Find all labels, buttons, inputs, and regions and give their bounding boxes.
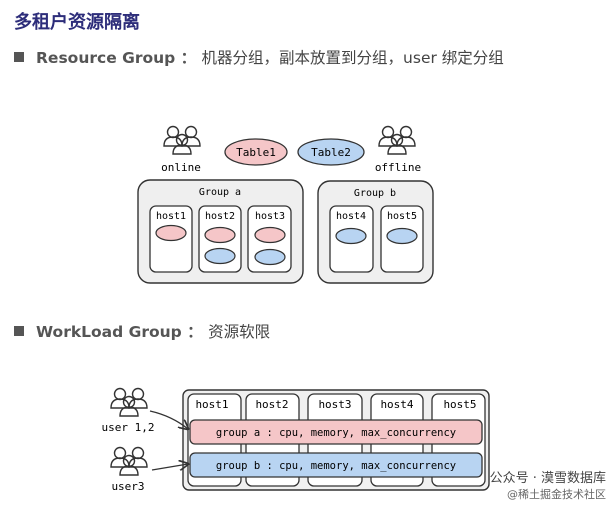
wg-host1-label: host1 — [195, 398, 228, 411]
wg-host5-label: host5 — [443, 398, 476, 411]
table1-ellipse — [224, 138, 288, 166]
arrow-user3-to-group-b — [151, 464, 188, 471]
replica-table1 — [254, 226, 286, 244]
page-title: 多租户资源隔离 — [14, 12, 140, 33]
wg-host2-label: host2 — [255, 398, 288, 411]
online-users-icon — [164, 127, 200, 155]
replica-table1 — [155, 224, 187, 242]
group-a-workload-label: group a : cpu, memory, max_concurrency — [216, 427, 456, 439]
replica-table2 — [204, 247, 236, 265]
wg-host4-label: host4 — [380, 398, 413, 411]
user3-label: user3 — [111, 480, 144, 493]
group-a-label: Group a — [199, 187, 241, 198]
replica-table2 — [335, 227, 367, 245]
bullet-square-icon — [14, 52, 24, 62]
table1-label: Table1 — [236, 146, 276, 159]
resource-group-description: 机器分组，副本放置到分组，user 绑定分组 — [201, 49, 504, 67]
group-a-workload-bar — [189, 419, 483, 445]
watermark-line2: @稀土掘金技术社区 — [507, 488, 606, 501]
resource-group-heading: Resource Group ： 机器分组，副本放置到分组，user 绑定分组 — [14, 46, 504, 68]
arrow-user12-to-group-a — [149, 410, 188, 429]
user12-label: user 1,2 — [102, 421, 155, 434]
host1-label: host1 — [156, 211, 186, 222]
user12-icon — [111, 389, 147, 417]
workload-group-label: WorkLoad Group ： — [36, 323, 203, 341]
bullet-square-icon — [14, 326, 24, 336]
resource-group-label: Resource Group ： — [36, 49, 197, 67]
table2-ellipse — [297, 138, 365, 166]
workload-group-heading: WorkLoad Group ： 资源软限 — [14, 320, 270, 342]
watermark-line1: 公众号 · 漠雪数据库 — [489, 471, 606, 486]
replica-table1 — [204, 226, 236, 244]
replica-table2 — [254, 248, 286, 266]
host3-label: host3 — [255, 211, 285, 222]
watermark: 公众号 · 漠雪数据库 @稀土掘金技术社区 — [490, 467, 606, 502]
online-label: online — [161, 161, 201, 174]
user3-icon — [111, 448, 147, 476]
host5-label: host5 — [387, 211, 417, 222]
host4-label: host4 — [336, 211, 366, 222]
replica-table2 — [386, 227, 418, 245]
table2-label: Table2 — [311, 146, 351, 159]
offline-users-icon — [379, 127, 415, 155]
wg-host3-label: host3 — [318, 398, 351, 411]
workload-group-description: 资源软限 — [208, 323, 271, 341]
group-b-workload-label: group b : cpu, memory, max_concurrency — [216, 460, 456, 472]
group-b-label: Group b — [354, 188, 396, 199]
host2-label: host2 — [205, 211, 235, 222]
offline-label: offline — [375, 161, 421, 174]
